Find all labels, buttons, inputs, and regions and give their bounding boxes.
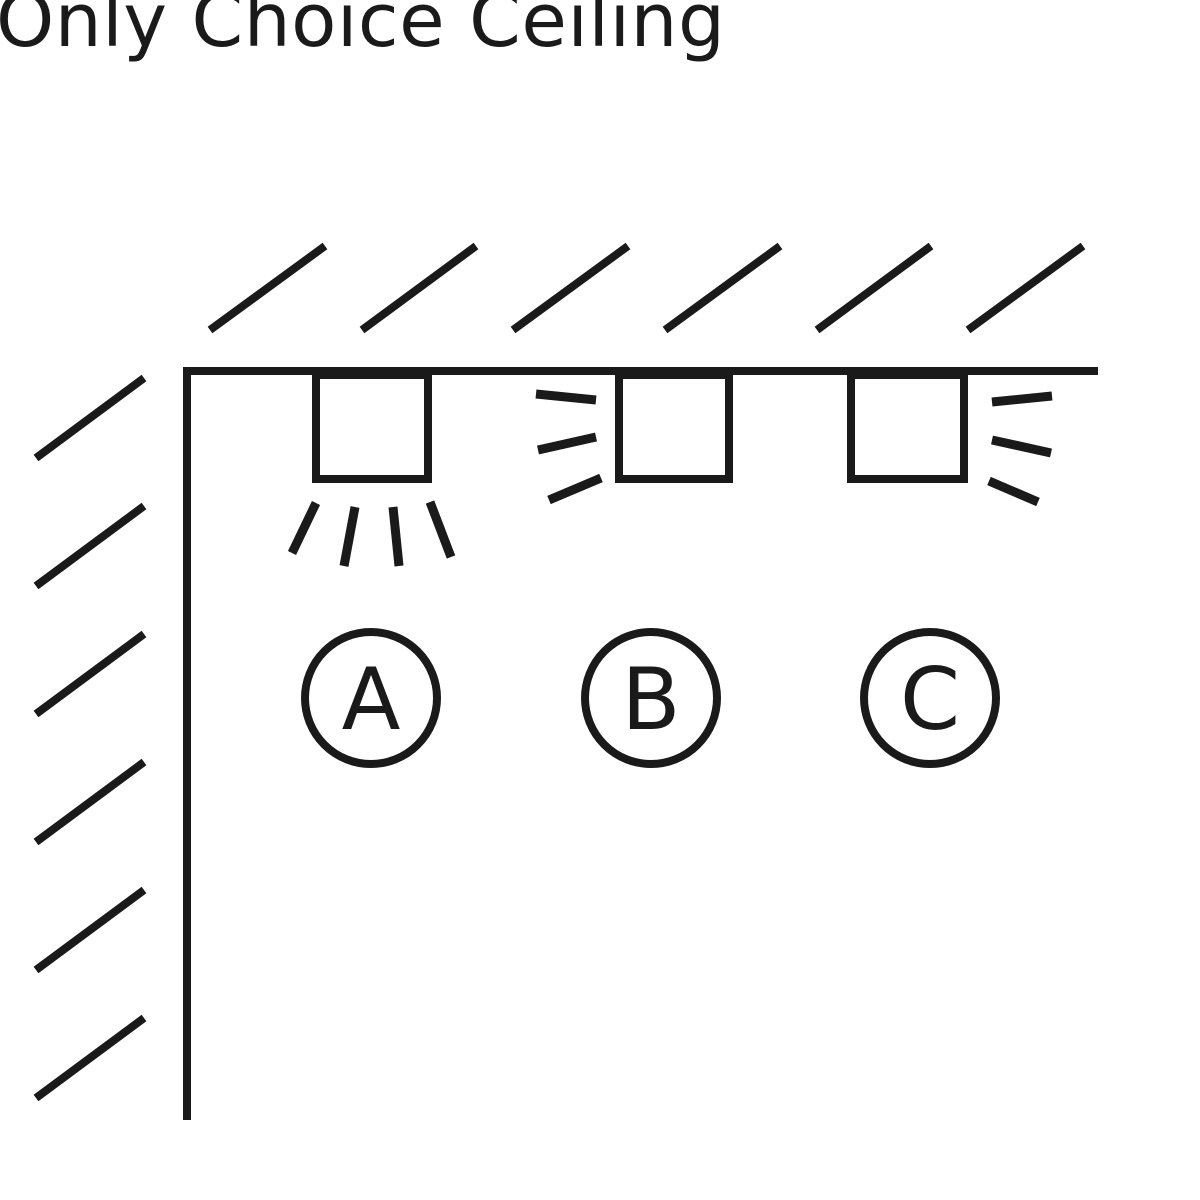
option-a-label: A: [342, 650, 401, 750]
wall-hatch-mark: [33, 758, 147, 846]
light-ray: [991, 391, 1053, 407]
option-b-circle: [581, 628, 721, 768]
light-fixture-c: [847, 371, 1053, 507]
ceiling-hatch-mark: [207, 242, 328, 334]
light-ray: [388, 506, 404, 567]
ceiling-hatch-mark: [965, 242, 1086, 334]
ceiling-hatch-mark: [359, 242, 479, 334]
light-ray: [987, 476, 1040, 507]
fixture-box: [847, 371, 968, 483]
light-ray: [287, 501, 321, 555]
light-ray: [535, 389, 597, 405]
fixture-box: [615, 371, 733, 483]
ceiling-hatch-mark: [662, 242, 783, 334]
option-b[interactable]: B: [581, 628, 721, 768]
light-fixture-b: [535, 371, 733, 505]
option-b-label: B: [622, 650, 681, 750]
ceiling-hatch-mark: [814, 242, 934, 334]
fixture-box: [312, 371, 432, 483]
option-c-label: C: [900, 650, 960, 750]
wall-hatch-mark: [33, 374, 147, 462]
option-a[interactable]: A: [301, 628, 441, 768]
light-ray: [537, 432, 597, 455]
ceiling-hatch-mark: [510, 242, 631, 334]
option-c[interactable]: C: [860, 628, 1000, 768]
light-ray: [339, 506, 360, 567]
light-fixture-a: [287, 371, 456, 567]
wall-hatch-mark: [33, 502, 147, 590]
option-c-circle: [860, 628, 1000, 768]
wall-hatch-mark: [33, 1014, 147, 1102]
page-title: Only Choice Ceiling: [0, 0, 726, 64]
option-a-circle: [301, 628, 441, 768]
light-ray: [425, 500, 456, 559]
wall-hatch-mark: [33, 886, 147, 974]
ceiling-hatching: [207, 242, 1086, 334]
wall-hatch-mark: [33, 630, 147, 718]
light-ray: [991, 435, 1052, 458]
wall-hatching: [33, 374, 147, 1102]
light-ray: [547, 473, 603, 505]
